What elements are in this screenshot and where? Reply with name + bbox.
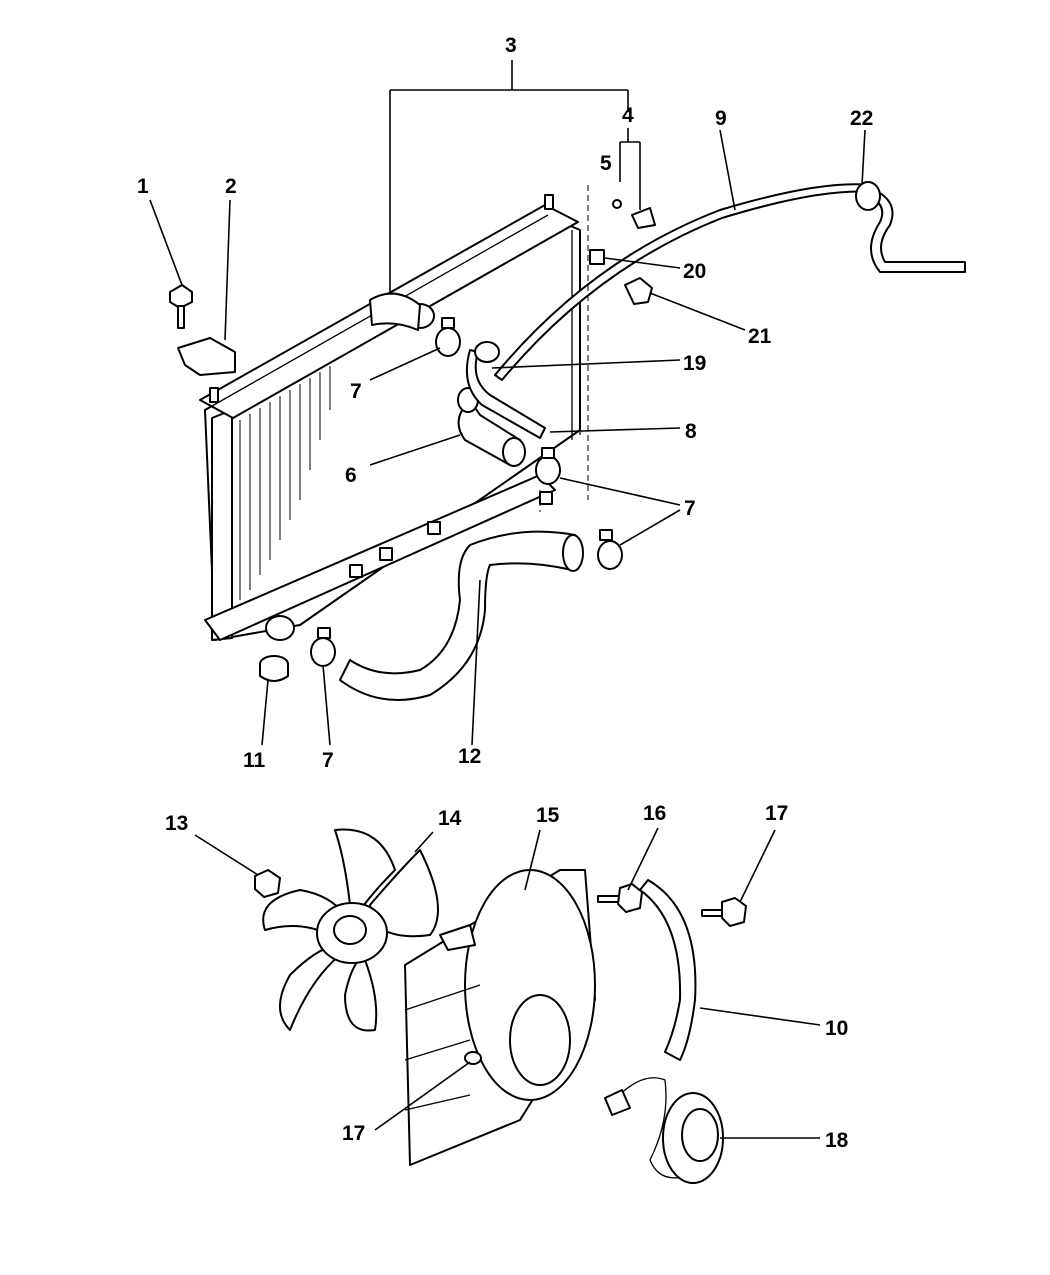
callout-12: 12 [458,745,481,768]
fan-bolt [254,869,281,898]
bolt-21 [624,277,653,305]
hose-end [855,181,966,273]
bolt [169,284,193,329]
callout-8: 8 [685,420,697,443]
radiator-fins [239,366,331,600]
callout-9: 9 [715,107,727,130]
lower-outlet [265,615,295,641]
callout-13: 13 [165,812,188,835]
callout-10: 10 [825,1017,848,1040]
upper-hose [457,387,526,467]
callout-17-shroud: 17 [342,1122,365,1145]
fan-motor [604,1077,724,1184]
upper-outlet [369,292,435,331]
callout-14: 14 [438,807,462,830]
callout-2: 2 [225,175,237,198]
fan-blade [262,828,439,1032]
callout-21: 21 [748,325,772,348]
callout-19: 19 [683,352,706,375]
hose-clamp-right [597,529,623,570]
shroud-bolt [597,883,643,913]
drain-plug [259,655,289,682]
callout-11: 11 [243,749,266,772]
fan-shroud [404,869,596,1166]
shroud-stud [464,1051,482,1065]
clip [589,249,605,265]
wiring-harness [639,879,697,1061]
callout-7-lower: 7 [322,749,334,772]
radiator-cap [612,199,656,229]
lower-hose [339,530,584,701]
callout-17-right: 17 [765,802,788,825]
callout-22: 22 [850,107,873,130]
motor-bolt-right [701,897,747,927]
callout-18: 18 [825,1129,849,1152]
mounting-bracket [177,337,236,376]
callout-1: 1 [137,175,149,198]
hose-clamp-lower [310,627,336,667]
callout-7-right: 7 [684,497,696,520]
hose-clamp-middle [535,447,561,485]
callout-20: 20 [683,260,706,283]
callout-7-upper: 7 [350,380,362,403]
callout-6: 6 [345,464,357,487]
overflow-tube [466,341,546,439]
callout-5: 5 [600,152,612,175]
callout-3: 3 [505,34,517,57]
callout-15: 15 [536,804,560,827]
callout-4: 4 [622,104,634,127]
callout-16: 16 [643,802,666,825]
hose-clamp-upper [435,317,461,357]
